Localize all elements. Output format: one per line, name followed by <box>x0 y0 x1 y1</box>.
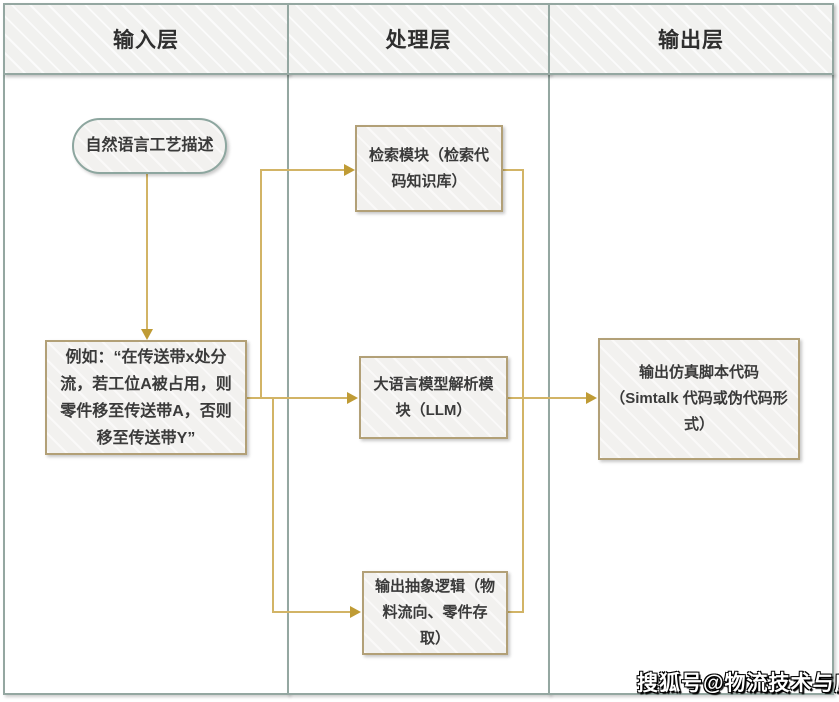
lane-header-process: 处理层 <box>287 3 550 75</box>
sohu-watermark: 搜狐号@物流技术与应用 <box>637 672 839 695</box>
node-retrieval-module: 检索模块（检索代码知识库） <box>355 125 503 212</box>
lane-header-output: 输出层 <box>548 3 834 75</box>
node-natural-language-description: 自然语言工艺描述 <box>72 118 227 174</box>
node-simulation-code-output: 输出仿真脚本代码（Simtalk 代码或伪代码形式） <box>598 338 800 460</box>
node-example-text: 例如：“在传送带x处分流，若工位A被占用，则零件移至传送带A，否则移至传送带Y” <box>45 340 247 455</box>
node-abstract-logic: 输出抽象逻辑（物料流向、零件存取） <box>362 571 508 655</box>
lane-header-input: 输入层 <box>3 3 289 75</box>
node-llm-module: 大语言模型解析模块（LLM） <box>359 356 508 439</box>
